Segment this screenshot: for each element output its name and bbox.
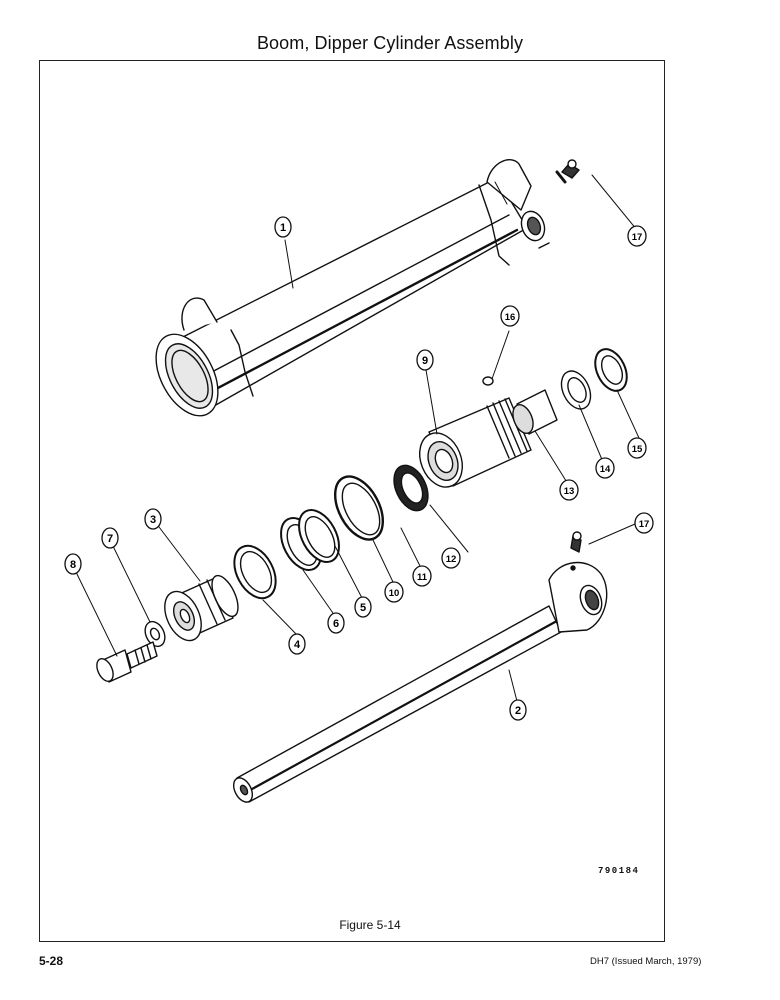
washer bbox=[144, 620, 166, 648]
rod-seal bbox=[393, 464, 429, 512]
callout-3-label: 3 bbox=[150, 514, 156, 526]
wiper-seal bbox=[594, 348, 628, 392]
figure-caption: Figure 5-14 bbox=[339, 918, 401, 932]
callout-1-label: 1 bbox=[280, 222, 286, 234]
piston-ring-pair bbox=[280, 509, 340, 571]
callout-4-label: 4 bbox=[294, 639, 301, 651]
gland-o-ring bbox=[333, 475, 385, 541]
page-title: Boom, Dipper Cylinder Assembly bbox=[256, 33, 524, 53]
callout-11-label: 11 bbox=[417, 572, 428, 583]
callout-15-label: 15 bbox=[632, 444, 643, 455]
callout-circles bbox=[64, 216, 654, 721]
grease-fitting-rod bbox=[570, 531, 582, 553]
callout-14-label: 14 bbox=[600, 464, 611, 475]
callout-5-label: 5 bbox=[360, 602, 366, 614]
callout-8-label: 8 bbox=[70, 559, 76, 571]
exploded-parts-diagram: 1 2 3 4 5 6 7 8 9 10 11 12 13 14 15 16 1… bbox=[64, 159, 654, 803]
wear-ring bbox=[233, 544, 277, 600]
callout-9-label: 9 bbox=[422, 355, 428, 367]
cylinder-barrel bbox=[155, 159, 550, 417]
callout-12-label: 12 bbox=[446, 554, 457, 565]
callout-labels: 1 2 3 4 5 6 7 8 9 10 11 12 13 14 15 16 1… bbox=[70, 222, 649, 717]
callout-13-label: 13 bbox=[564, 486, 575, 497]
cylinder-gland bbox=[418, 397, 532, 488]
grease-fitting-top bbox=[555, 159, 580, 184]
callout-6-label: 6 bbox=[333, 618, 339, 630]
piston-rod bbox=[232, 561, 608, 803]
callout-2-label: 2 bbox=[515, 705, 521, 717]
leader-lines bbox=[74, 174, 640, 710]
figure-frame bbox=[39, 60, 665, 942]
callout-10-label: 10 bbox=[389, 588, 400, 599]
callout-17a-label: 17 bbox=[632, 232, 643, 243]
piston bbox=[164, 574, 239, 642]
callout-16-label: 16 bbox=[505, 312, 516, 323]
gland-plug bbox=[482, 376, 494, 386]
piston-bolt bbox=[96, 641, 158, 683]
wiper-ring bbox=[560, 370, 592, 410]
page-number: 5-28 bbox=[39, 954, 64, 968]
bushing bbox=[512, 389, 558, 435]
document-reference: DH7 (Issued March, 1979) bbox=[590, 956, 702, 967]
drawing-number: 790184 bbox=[598, 866, 640, 876]
callout-17b-label: 17 bbox=[639, 519, 650, 530]
callout-7-label: 7 bbox=[107, 533, 113, 545]
